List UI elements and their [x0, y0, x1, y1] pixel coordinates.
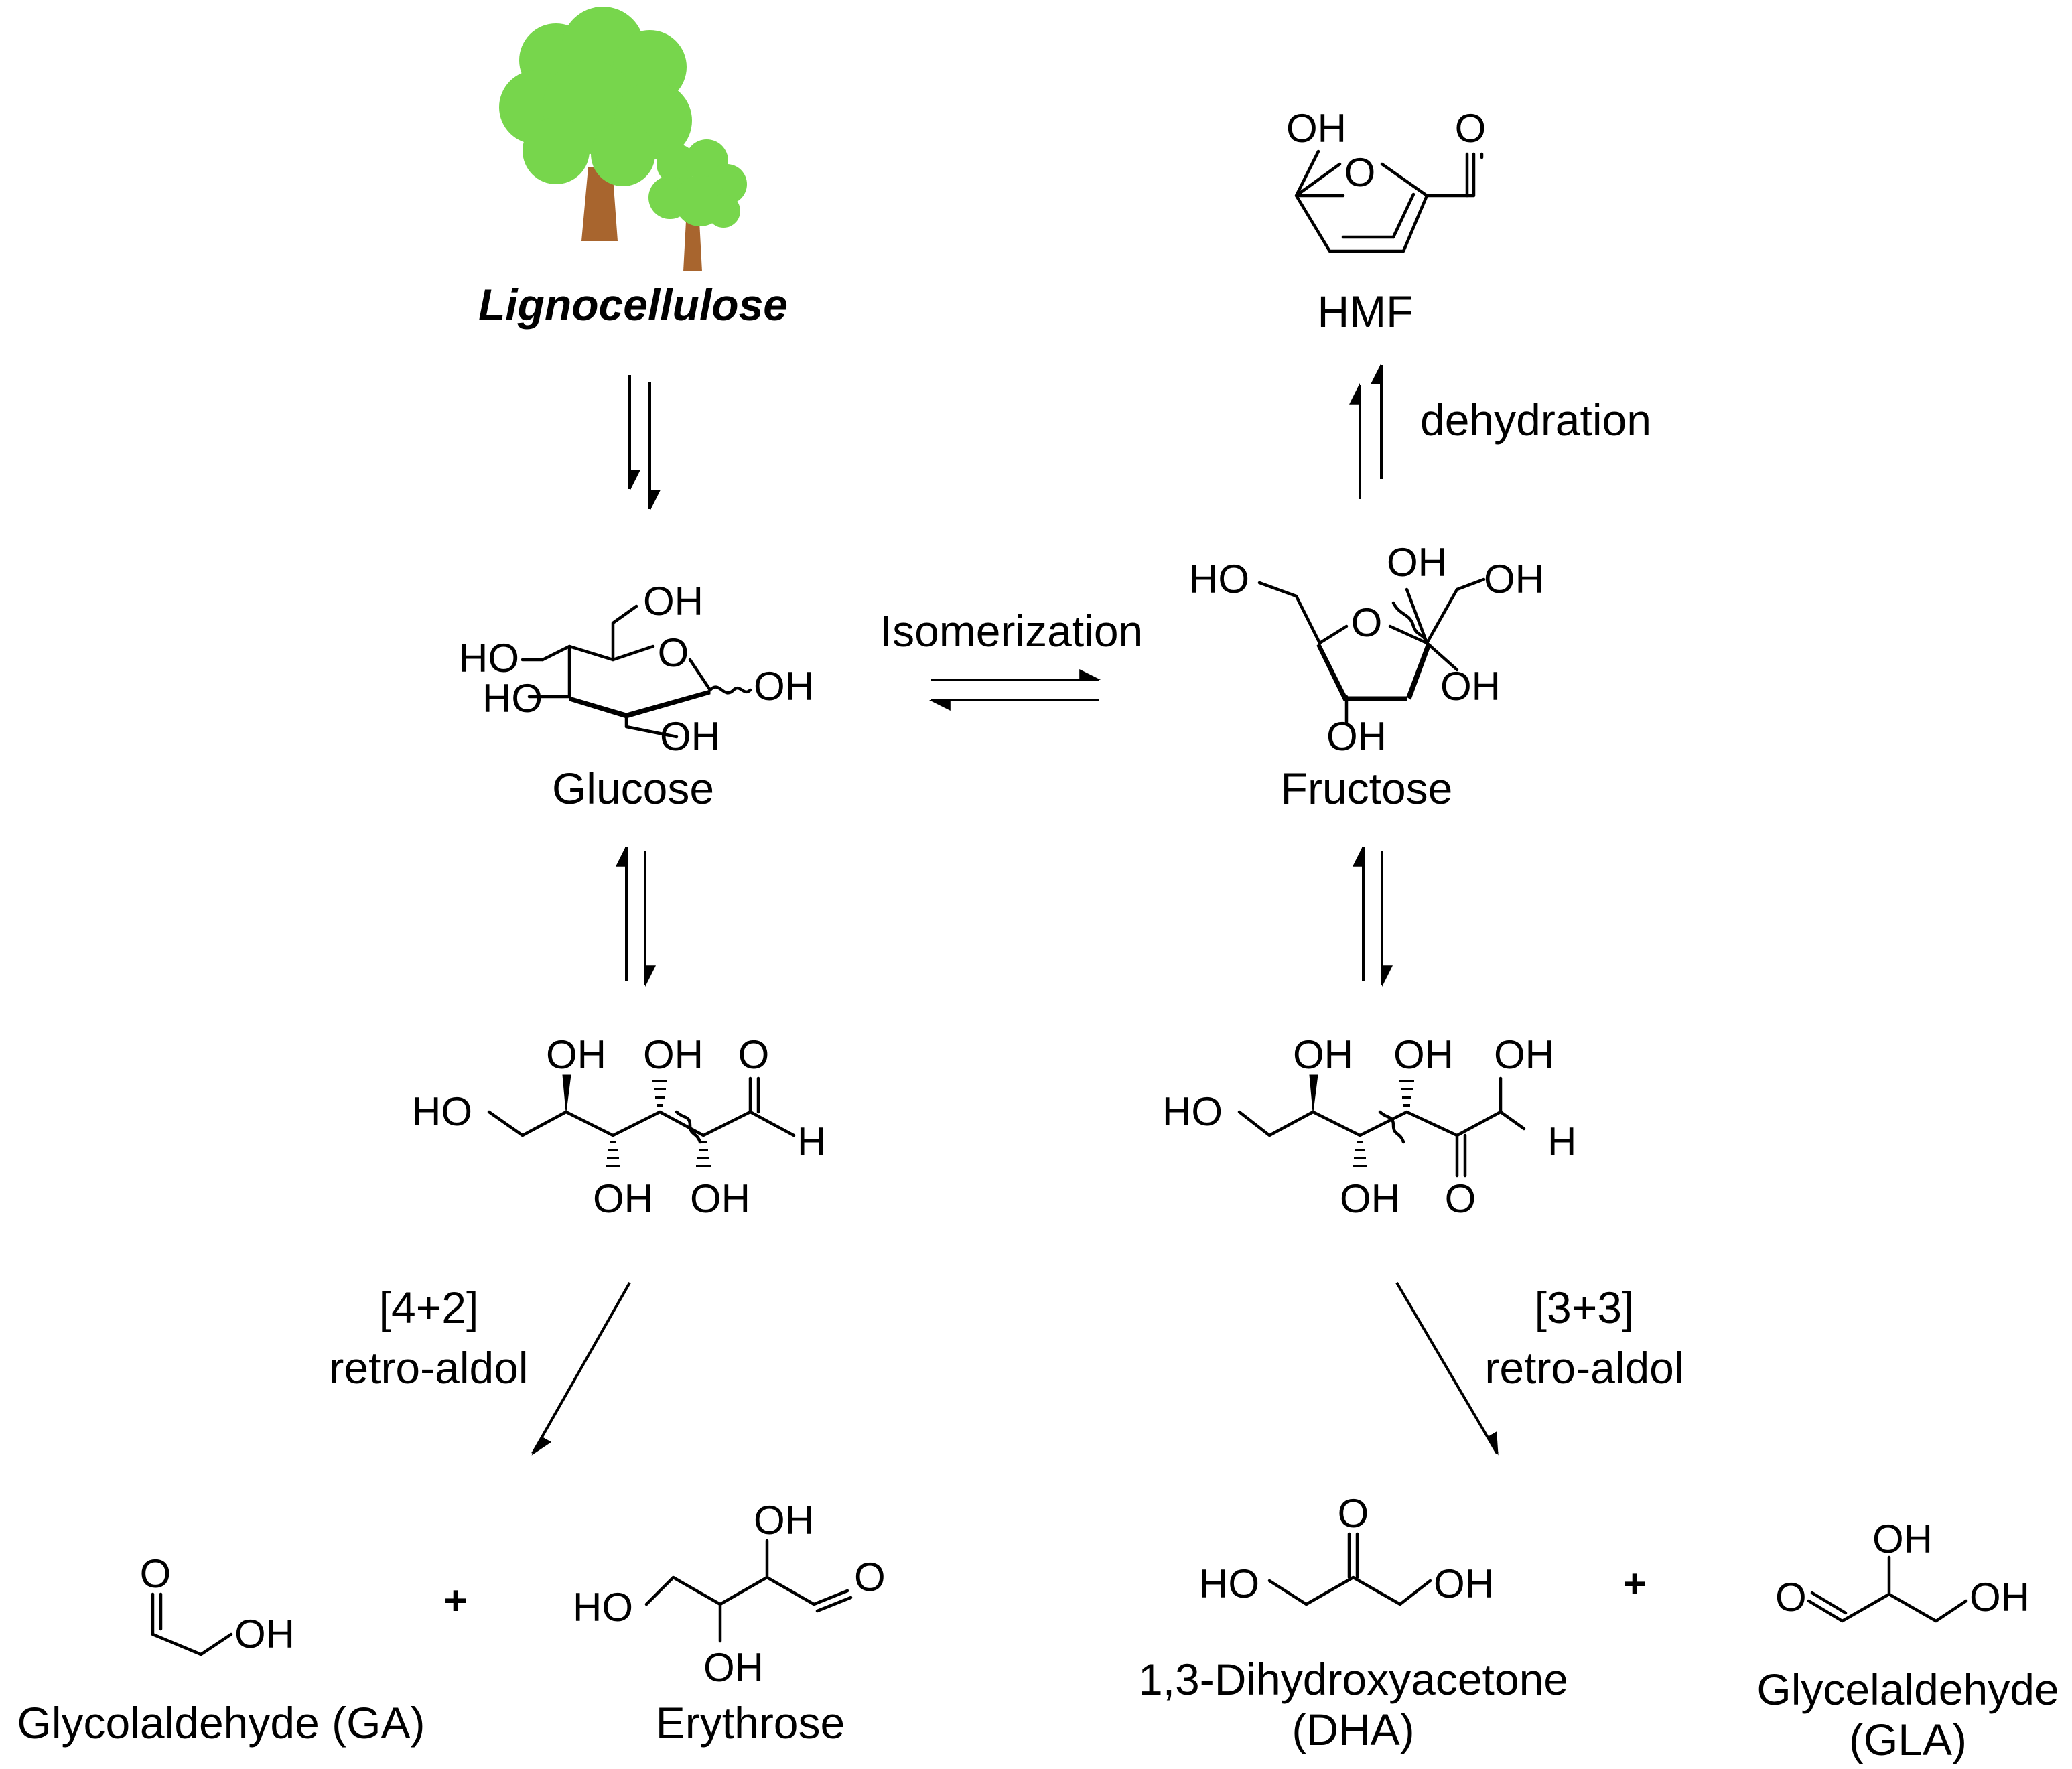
- small-tree: [648, 139, 747, 271]
- glc-chain-c4-oh: OH: [593, 1176, 653, 1221]
- glycolaldehyde-label: Glycolaldehyde (GA): [17, 1698, 425, 1748]
- ga-oh: OH: [234, 1612, 295, 1656]
- dha-structure: HO O OH: [1199, 1491, 1494, 1606]
- small-tree-canopy: [648, 139, 747, 228]
- retro-aldol-left-label: retro-aldol: [329, 1343, 528, 1393]
- gla-oh-right: OH: [1970, 1575, 2030, 1620]
- glucose-c2-oh: OH: [660, 714, 720, 759]
- retro-aldol-right-label: retro-aldol: [1484, 1343, 1683, 1393]
- large-tree: [499, 7, 692, 241]
- open-chain-fructose: HO OH OH OH H OH O: [1162, 1032, 1576, 1221]
- trees-icon: [499, 7, 747, 271]
- gla-name-label: Glycelaldehyde: [1756, 1665, 2059, 1714]
- ery-oh-bottom: OH: [703, 1645, 764, 1690]
- fru-chain-c1-oh: OH: [1494, 1032, 1554, 1077]
- dha-oh: OH: [1434, 1561, 1494, 1606]
- ery-oh-top: OH: [754, 1498, 814, 1543]
- gla-oh-top: OH: [1872, 1516, 1933, 1561]
- dehydration-label: dehydration: [1420, 395, 1651, 445]
- hmf-label: HMF: [1318, 287, 1413, 336]
- isomerization-label: Isomerization: [880, 606, 1144, 656]
- fru-chain-c3-oh: OH: [1393, 1032, 1454, 1077]
- fructose-c3-oh: OH: [1440, 664, 1501, 709]
- glucose-c1-oh: OH: [754, 664, 814, 709]
- glc-chain-h: H: [797, 1119, 826, 1164]
- glucose-ring-o: O: [658, 630, 689, 675]
- ga-o: O: [140, 1551, 171, 1596]
- dha-abbr-label: (DHA): [1292, 1705, 1414, 1754]
- glucose-c3-ho: HO: [482, 676, 543, 721]
- fru-chain-c4-oh: OH: [1340, 1176, 1400, 1221]
- glc-chain-c1-o: O: [738, 1032, 770, 1077]
- fructose-c6-ho: HO: [1189, 557, 1249, 602]
- fructose-hmf-arrows: [1349, 362, 1383, 499]
- fructose-ring-o: O: [1351, 600, 1383, 645]
- dha-o: O: [1338, 1491, 1369, 1536]
- large-tree-canopy: [499, 7, 692, 186]
- retro-aldol-right-arrow: [1395, 1281, 1499, 1456]
- fructose-c4-oh: OH: [1326, 714, 1387, 759]
- gla-structure: O OH OH: [1775, 1516, 2030, 1623]
- dha-name-label: 1,3-Dihydroxyacetone: [1138, 1654, 1568, 1704]
- fru-chain-h: H: [1547, 1119, 1576, 1164]
- glc-chain-c5-oh: OH: [546, 1032, 606, 1077]
- glucose-c6-oh: OH: [643, 579, 703, 624]
- ery-ho: HO: [573, 1585, 633, 1630]
- glycolaldehyde-structure: O OH: [140, 1551, 295, 1656]
- plus-left: +: [443, 1578, 467, 1623]
- glc-chain-c3-oh: OH: [643, 1032, 703, 1077]
- glucose-label: Glucose: [552, 764, 714, 813]
- retro-aldol-left-arrow: [531, 1282, 631, 1456]
- fructose-c1-oh: OH: [1484, 557, 1544, 602]
- fru-chain-c6-ho: HO: [1162, 1089, 1223, 1134]
- erythrose-structure: HO OH O OH: [573, 1498, 886, 1690]
- lignocellulose-glucose-arrows: [628, 375, 661, 512]
- glc-chain-c6-ho: HO: [412, 1089, 472, 1134]
- glucose-c4-ho: HO: [459, 636, 519, 681]
- hmf-structure: OH O O: [1286, 106, 1487, 253]
- erythrose-label: Erythrose: [656, 1698, 845, 1748]
- gla-o: O: [1775, 1575, 1807, 1620]
- glucose-structure: OH HO O HO OH OH: [459, 579, 814, 759]
- fructose-structure: HO O OH OH OH OH: [1189, 540, 1544, 759]
- fructose-chain-arrows: [1353, 845, 1393, 987]
- retro-aldol-right-ratio: [3+3]: [1535, 1283, 1635, 1332]
- small-tree-trunk: [683, 221, 702, 271]
- gla-abbr-label: (GLA): [1849, 1715, 1967, 1764]
- plus-right: +: [1622, 1561, 1646, 1606]
- glc-chain-c2-oh: OH: [690, 1176, 750, 1221]
- fructose-c2-oh: OH: [1387, 540, 1447, 585]
- large-tree-trunk: [581, 167, 618, 241]
- retro-aldol-left-ratio: [4+2]: [379, 1283, 479, 1332]
- fru-chain-c5-oh: OH: [1293, 1032, 1353, 1077]
- lignocellulose-label: Lignocellulose: [478, 280, 788, 330]
- dha-ho: HO: [1199, 1561, 1259, 1606]
- hmf-aldehyde-o: O: [1455, 106, 1487, 151]
- fru-chain-c2-o: O: [1445, 1176, 1476, 1221]
- ery-o: O: [854, 1555, 886, 1600]
- glucose-chain-arrows: [616, 845, 656, 987]
- open-chain-glucose: HO OH OH O H OH OH: [412, 1032, 826, 1221]
- fructose-label: Fructose: [1281, 764, 1453, 813]
- isomerization-arrows: [928, 669, 1101, 711]
- hmf-ring-o: O: [1344, 150, 1376, 195]
- hmf-oh: OH: [1286, 106, 1346, 151]
